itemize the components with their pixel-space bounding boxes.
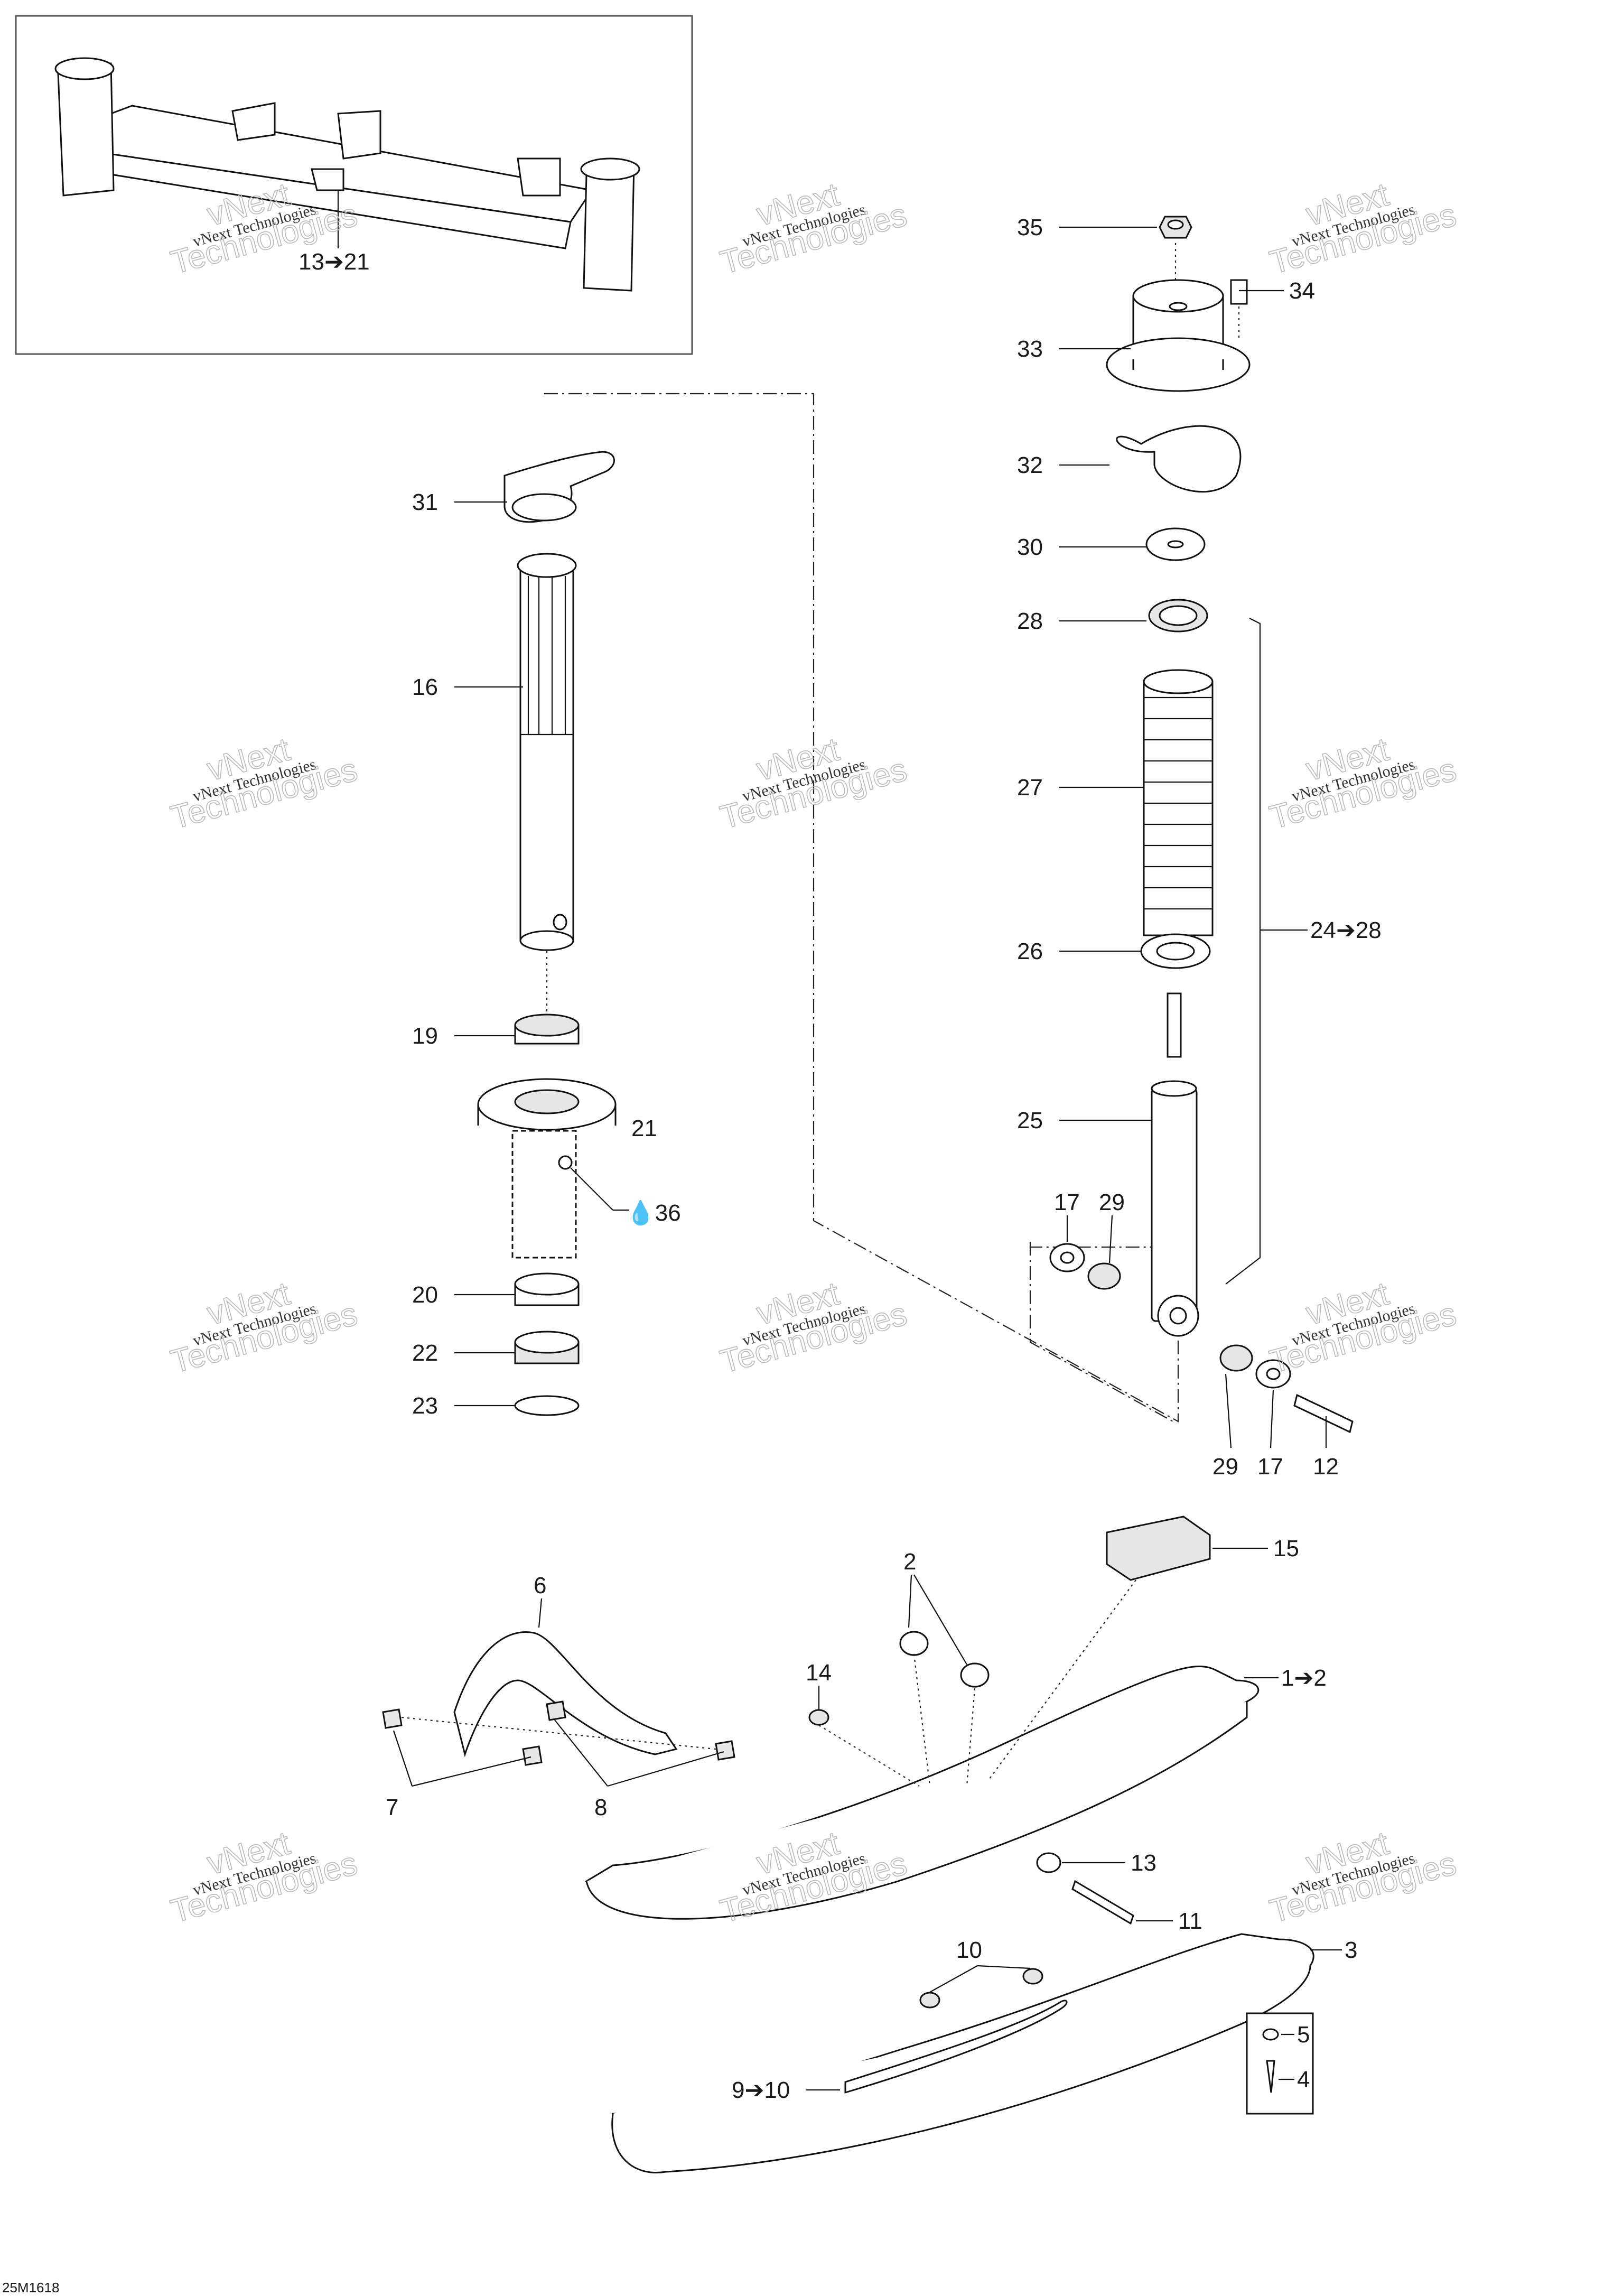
callout-20: 20 [412, 1282, 438, 1308]
callout-10: 10 [956, 1937, 982, 1963]
callout-32: 32 [1017, 452, 1043, 478]
callout-21: 21 [631, 1116, 657, 1141]
callout-25: 25 [1017, 1108, 1043, 1133]
callout-28: 28 [1017, 608, 1043, 634]
callout-29b: 29 [1212, 1454, 1238, 1480]
callout-33: 33 [1017, 336, 1043, 362]
callout-11: 11 [1178, 1908, 1202, 1934]
callout-8: 8 [594, 1795, 607, 1820]
alignment-line [544, 393, 1179, 1423]
callout-36: 💧36 [626, 1200, 681, 1226]
callout-1-2: 1➔2 [1281, 1665, 1327, 1691]
callout-26: 26 [1017, 938, 1043, 964]
callout-29a: 29 [1099, 1189, 1125, 1215]
spindle-assembly [477, 451, 617, 1416]
callout-30: 30 [1017, 534, 1043, 560]
callout-13: 13 [1131, 1850, 1156, 1876]
callout-17b: 17 [1257, 1454, 1283, 1480]
callout-4: 4 [1297, 2067, 1310, 2093]
callout-9-10: 9➔10 [732, 2077, 790, 2103]
callout-7: 7 [386, 1795, 398, 1820]
callout-27: 27 [1017, 775, 1043, 801]
inset-frame [15, 15, 693, 355]
callout-35: 35 [1017, 215, 1043, 240]
callout-3: 3 [1345, 1937, 1357, 1963]
callout-31: 31 [412, 489, 438, 515]
callout-12: 12 [1313, 1454, 1339, 1480]
callout-19: 19 [412, 1023, 438, 1049]
callout-24-28: 24➔28 [1310, 917, 1382, 943]
alignment-line-lower [1029, 1242, 1173, 1422]
callout-5: 5 [1297, 2022, 1310, 2048]
callout-17a: 17 [1054, 1189, 1080, 1215]
callout-2: 2 [903, 1549, 916, 1575]
ski-assembly [382, 1516, 1314, 2173]
callout-15: 15 [1273, 1536, 1299, 1561]
callout-22: 22 [412, 1340, 438, 1366]
callout-14: 14 [806, 1660, 832, 1686]
shock-assembly [1049, 216, 1354, 1434]
callout-13-21: 13➔21 [299, 249, 370, 275]
callout-23: 23 [412, 1393, 438, 1419]
reference-code: 25M1618 [2, 2280, 59, 2295]
callout-16: 16 [412, 674, 438, 700]
coil-spring [1143, 669, 1214, 936]
callout-34: 34 [1289, 278, 1315, 304]
crossmember-assembly [54, 57, 640, 292]
callout-6: 6 [534, 1573, 546, 1598]
